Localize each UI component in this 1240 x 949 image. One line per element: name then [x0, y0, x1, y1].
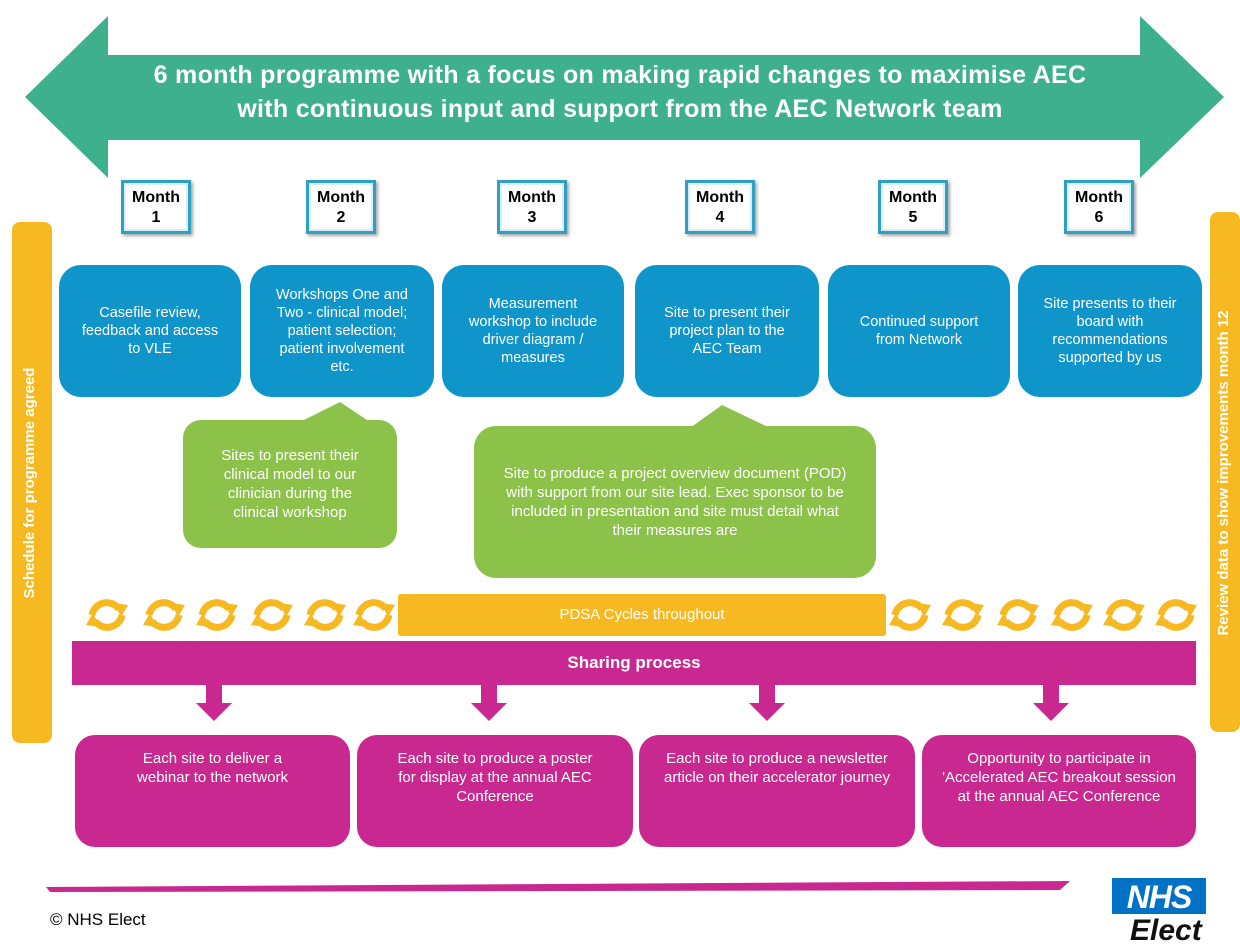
left-sidebar: [12, 222, 52, 743]
banner-line-1: 6 month programme with a focus on making…: [153, 61, 1087, 89]
banner-text: 6 month programme with a focus on making…: [60, 58, 1180, 126]
output-webinar: Each site to deliver a webinar to the ne…: [75, 735, 350, 847]
output-newsletter: Each site to produce a newsletter articl…: [639, 735, 915, 847]
copyright-text: © NHS Elect: [50, 910, 146, 929]
cycle-icon: [997, 599, 1039, 631]
sharing-process-bar: Sharing process: [72, 641, 1196, 685]
callout-project-overview: Site to produce a project overview docum…: [474, 426, 876, 578]
cycle-icon: [86, 599, 128, 631]
cycle-icon: [1155, 599, 1197, 631]
right-sidebar: [1210, 212, 1240, 732]
cycle-icon: [353, 599, 395, 631]
cycle-icon: [889, 599, 931, 631]
month-2-activity: Workshops One and Two - clinical model; …: [250, 265, 434, 397]
cycle-icon: [196, 599, 238, 631]
cycle-icon: [304, 599, 346, 631]
cycle-icon: [1103, 599, 1145, 631]
month-3-activity: Measurement workshop to include driver d…: [442, 265, 624, 397]
down-arrow-icon: [1033, 685, 1069, 721]
cycle-icon: [143, 599, 185, 631]
down-arrow-icon: [196, 685, 232, 721]
month-1-activity: Casefile review, feedback and access to …: [59, 265, 241, 397]
down-arrow-icon: [471, 685, 507, 721]
down-arrow-icon: [749, 685, 785, 721]
pdsa-cycle-icons: [86, 599, 1197, 631]
cycle-icon: [1051, 599, 1093, 631]
cycle-icon: [942, 599, 984, 631]
elect-logo-text: Elect: [1130, 914, 1202, 947]
cycle-icon: [251, 599, 293, 631]
nhs-logo: NHS: [1112, 878, 1206, 915]
double-arrow-banner: [25, 16, 1224, 178]
month-4-activity: Site to present their project plan to th…: [635, 265, 819, 397]
callout-clinical-model: Sites to present their clinical model to…: [183, 420, 397, 548]
month-6-activity: Site presents to their board with recomm…: [1018, 265, 1202, 397]
month-5-activity: Continued support from Network: [828, 265, 1010, 397]
output-breakout: Opportunity to participate in 'Accelerat…: [922, 735, 1196, 847]
sharing-arrows: [196, 685, 1069, 721]
footer-rule: [46, 881, 1070, 892]
output-poster: Each site to produce a poster for displa…: [357, 735, 633, 847]
banner-line-2: with continuous input and support from t…: [237, 95, 1003, 123]
pdsa-bar: PDSA Cycles throughout: [398, 594, 886, 636]
